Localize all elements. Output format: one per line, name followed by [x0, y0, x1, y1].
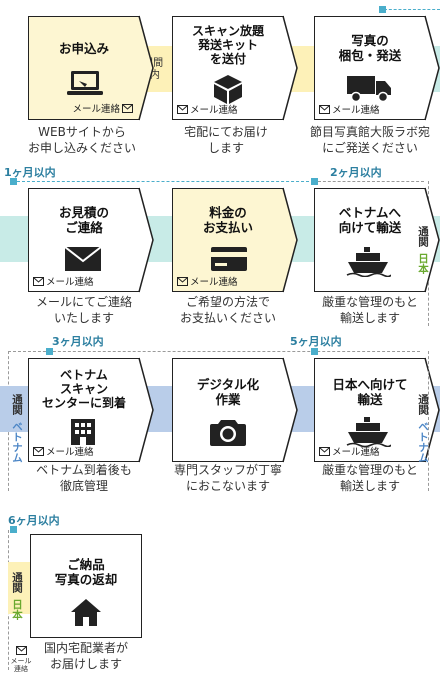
step-desc: WEBサイトから お申し込みください [27, 125, 136, 155]
step-card-payment: 料金の お支払い メール連絡 [172, 187, 298, 292]
box-icon [214, 75, 242, 104]
step-title: ベトナムへ 向けて輸送 [338, 205, 402, 235]
period-marker-3 [46, 348, 53, 355]
step-desc: 厳重な管理のもと 輸送します [322, 463, 418, 493]
period-6-month: 6ヶ月以内 [8, 514, 60, 527]
customs-vietnam-left: 通関 ベトナム [11, 394, 23, 463]
envelope-large-icon [64, 246, 102, 271]
step-desc: 厳重な管理のもと 輸送します [322, 295, 418, 325]
mail-notice-small: メール 連絡 [10, 646, 32, 673]
mail-notice: メール連絡 [177, 102, 238, 116]
step-desc: 節目写真館大阪ラボ宛 にご発送ください [309, 125, 430, 155]
step-card-ship-vietnam: ベトナムへ 向けて輸送 [314, 187, 440, 292]
step-card-arrive-vietnam: ベトナム スキャン センターに到着 メール連絡 [28, 357, 154, 462]
period-dash-row2-end [318, 181, 424, 182]
step-card-estimate: お見積の ご連絡 メール連絡 [28, 187, 154, 292]
period-dash-row3 [8, 351, 420, 352]
period-5-month: 5ヶ月以内 [290, 335, 342, 348]
camera-icon [210, 420, 246, 446]
envelope-icon [15, 646, 27, 655]
mail-notice: メール連絡 [33, 444, 94, 458]
envelope-icon [122, 103, 133, 113]
band-row4 [8, 562, 30, 614]
building-icon [71, 419, 95, 445]
step-title: ベトナム スキャン センターに到着 [41, 368, 126, 410]
period-1-month: 1ヶ月以内 [4, 166, 56, 179]
mail-notice: メール連絡 [72, 101, 133, 115]
step-card-pack-ship: 写真の 梱包・発送 メール連絡 [314, 15, 440, 120]
period-marker-5 [311, 348, 318, 355]
envelope-icon [177, 276, 188, 286]
period-marker-top [379, 6, 386, 13]
step-card-apply: お申込み メール連絡 [28, 15, 154, 120]
step-card-delivery: ご納品 写真の返却 [30, 534, 142, 638]
step-title: 日本へ向けて 輸送 [332, 377, 408, 407]
customs-japan-row2: 通関 日本 [417, 226, 429, 274]
period-marker-2 [311, 178, 318, 185]
period-3-month: 3ヶ月以内 [52, 335, 104, 348]
step-title: デジタル化 作業 [196, 377, 260, 407]
dash-vertical-right-row3 [428, 351, 429, 491]
ship-icon [346, 417, 391, 447]
step-card-ship-japan: 日本へ向けて 輸送 メール連絡 [314, 357, 440, 462]
ship-icon [346, 247, 391, 277]
envelope-icon [319, 104, 330, 114]
envelope-icon [33, 276, 44, 286]
envelope-icon [177, 104, 188, 114]
envelope-icon [33, 446, 44, 456]
mail-notice: メール連絡 [177, 274, 238, 288]
step-title: 写真の 梱包・発送 [338, 33, 402, 63]
step-card-send-kit: スキャン放題 発送キット を送付 メール連絡 [172, 15, 298, 120]
step-card-digitize: デジタル化 作業 [172, 357, 298, 462]
step-desc: 国内宅配業者が お届けします [43, 641, 128, 671]
step-desc: ご希望の方法で お支払いください [179, 295, 276, 325]
period-2-month: 2ヶ月以内 [330, 166, 382, 179]
mail-notice: メール連絡 [33, 274, 94, 288]
step-title: お申込み [58, 41, 109, 56]
mail-notice: メール連絡 [319, 444, 380, 458]
step-desc: 宅配にてお届け します [184, 125, 268, 155]
period-marker-6 [10, 526, 17, 533]
truck-icon [347, 76, 391, 103]
period-dash-top [384, 9, 440, 10]
step-title: ご納品 写真の返却 [54, 557, 118, 587]
period-dash-row2 [17, 181, 314, 182]
step-title: お見積の ご連絡 [58, 205, 109, 235]
step-desc: 専門スタッフが丁寧 におこないます [173, 463, 282, 493]
laptop-icon [67, 71, 103, 95]
credit-card-icon [211, 247, 247, 271]
customs-vietnam-right: 通関 ベトナム [417, 394, 429, 463]
step-title: スキャン放題 発送キット を送付 [191, 24, 264, 66]
home-icon [71, 599, 101, 626]
step-desc: ベトナム到着後も 徹底管理 [36, 463, 132, 493]
customs-japan-row4: 通関 日本 [11, 572, 23, 620]
step-title: 料金の お支払い [202, 205, 253, 235]
period-marker-1 [10, 178, 17, 185]
step-desc: メールにてご連絡 いたします [35, 295, 132, 325]
mail-notice: メール連絡 [319, 102, 380, 116]
envelope-icon [319, 446, 330, 456]
